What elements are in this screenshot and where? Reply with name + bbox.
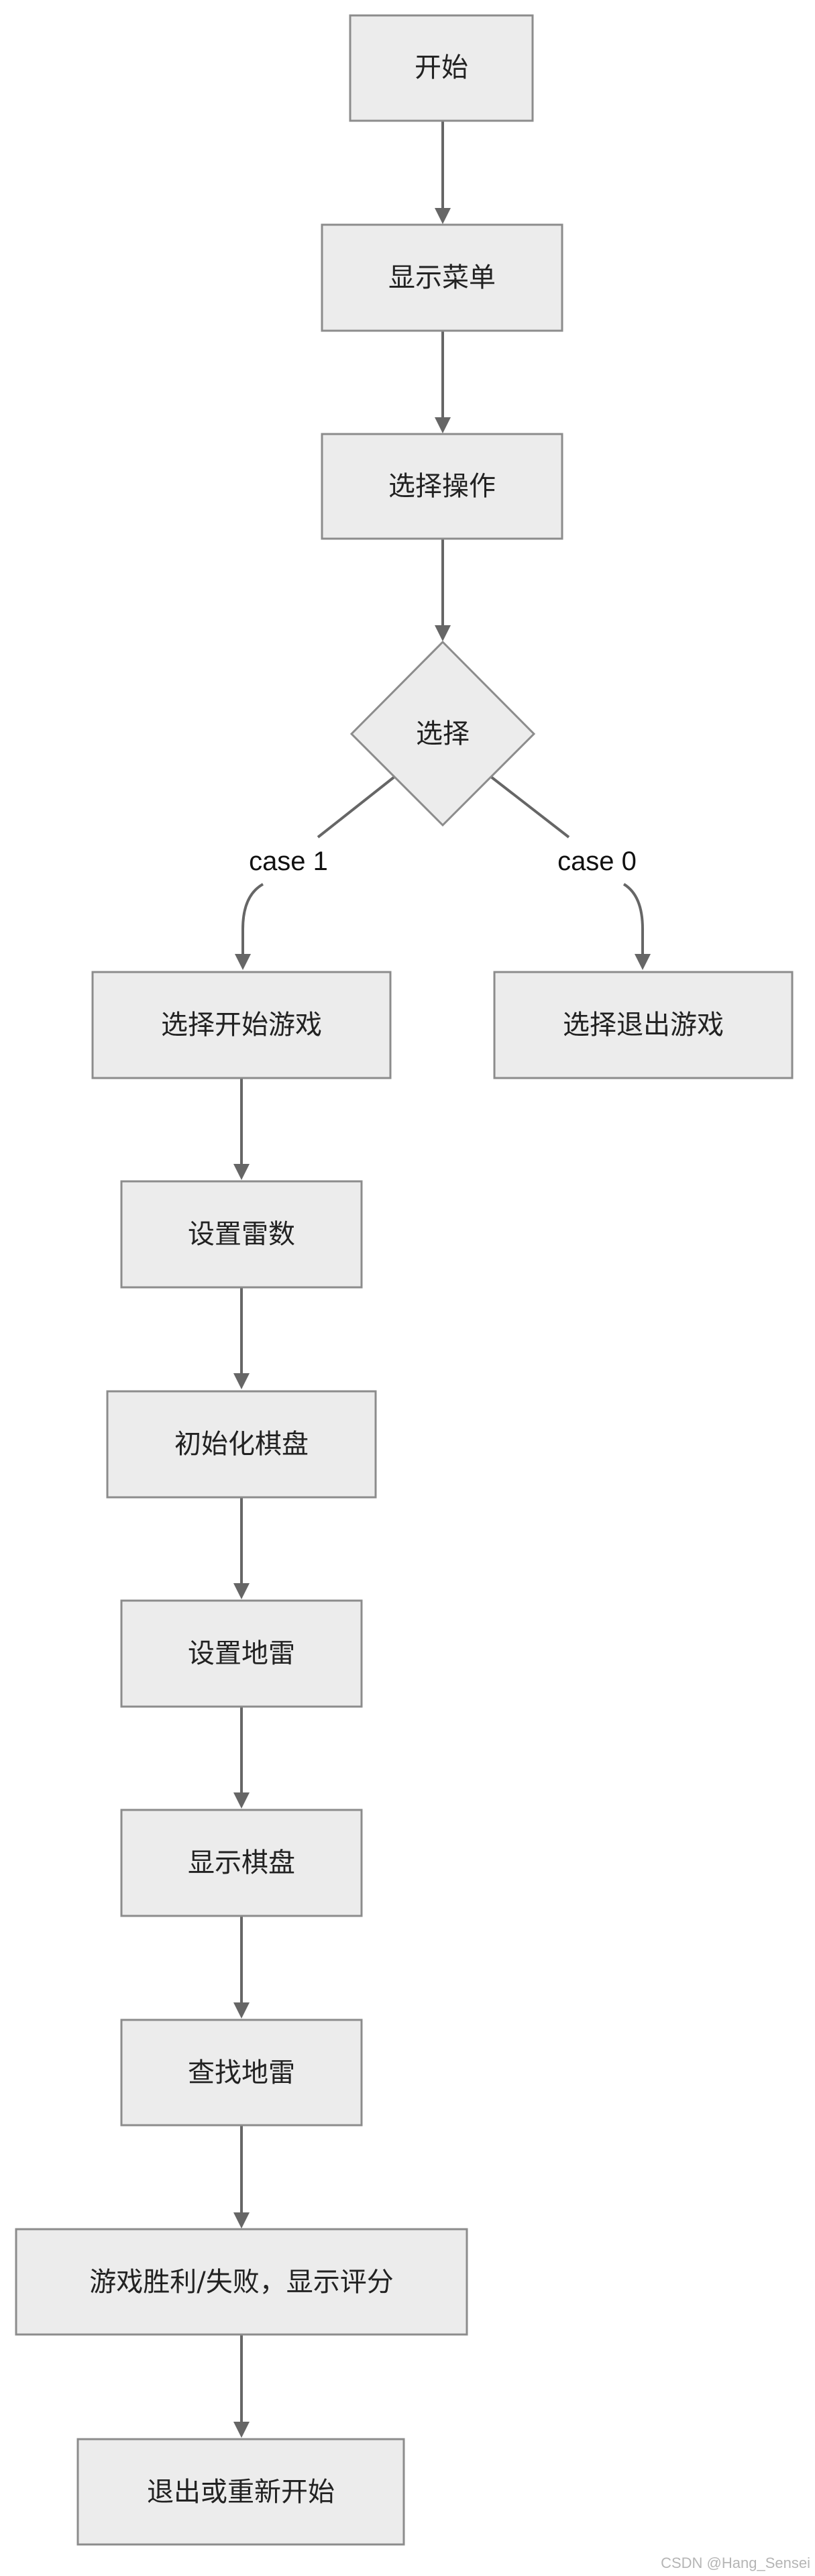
node-show-board: 显示棋盘 [120, 1809, 363, 1917]
node-init-board-box [106, 1390, 377, 1499]
node-init-board-label: 初始化棋盘 [174, 1429, 309, 1460]
node-select-op-box [321, 433, 563, 540]
node-exit-game: 选择退出游戏 [493, 971, 794, 1079]
edges [233, 121, 651, 2438]
arrowhead-show-menu [435, 208, 451, 224]
node-set-mine-count-label: 设置雷数 [188, 1219, 295, 1250]
node-start-box [349, 14, 534, 122]
arrowhead-show-board [233, 1792, 250, 1809]
node-result-box [15, 2228, 468, 2336]
node-exit-game-box [493, 971, 794, 1079]
node-find-mines: 查找地雷 [120, 2019, 363, 2127]
node-find-mines-box [120, 2019, 363, 2127]
node-set-mines-label: 设置地雷 [188, 1638, 295, 1669]
node-choice: 选择 [349, 640, 536, 827]
node-start: 开始 [349, 14, 534, 122]
node-set-mines-box [120, 1599, 363, 1708]
node-result-label: 游戏胜利/失败，显示评分 [89, 2267, 393, 2298]
node-show-board-box [120, 1809, 363, 1917]
node-exit-game-label: 选择退出游戏 [563, 1010, 724, 1040]
node-choice-label: 选择 [416, 718, 470, 749]
node-select-op-label: 选择操作 [388, 471, 496, 502]
node-result: 游戏胜利/失败，显示评分 [15, 2228, 468, 2336]
node-choice-diamond [349, 640, 536, 827]
edge-label-case-1: case 1 [249, 847, 328, 876]
node-show-menu-label: 显示菜单 [388, 262, 496, 293]
node-show-menu: 显示菜单 [321, 223, 563, 332]
node-init-board: 初始化棋盘 [106, 1390, 377, 1499]
node-start-game: 选择开始游戏 [91, 971, 392, 1079]
arrowhead-choice [435, 625, 451, 641]
node-start-game-box [91, 971, 392, 1079]
node-exit-or-restart-label: 退出或重新开始 [147, 2477, 335, 2508]
node-show-board-label: 显示棋盘 [188, 1847, 295, 1878]
arrowhead-find-mines [233, 2002, 250, 2019]
arrowhead-result [233, 2212, 250, 2229]
arrowhead-exit-game [635, 954, 651, 970]
node-set-mine-count-box [120, 1180, 363, 1289]
node-show-menu-box [321, 223, 563, 332]
node-start-label: 开始 [415, 52, 468, 83]
arrowhead-init-board [233, 1373, 250, 1389]
edge-label-case-0: case 0 [557, 847, 637, 876]
edge-choice-to-exit-game [490, 775, 644, 954]
node-exit-or-restart-box [76, 2438, 405, 2546]
edge-choice-to-start-game [241, 775, 396, 954]
arrowhead-set-mine-count [233, 1164, 250, 1180]
node-set-mine-count: 设置雷数 [120, 1180, 363, 1289]
node-select-op: 选择操作 [321, 433, 563, 540]
node-exit-or-restart: 退出或重新开始 [76, 2438, 405, 2546]
arrowhead-exit-or-restart [233, 2422, 250, 2438]
watermark: CSDN @Hang_Sensei [661, 2555, 810, 2571]
arrowhead-set-mines [233, 1583, 250, 1599]
node-start-game-label: 选择开始游戏 [161, 1010, 322, 1040]
arrowhead-start-game [235, 954, 251, 970]
node-find-mines-label: 查找地雷 [188, 2057, 295, 2088]
node-set-mines: 设置地雷 [120, 1599, 363, 1708]
arrowhead-select-op [435, 417, 451, 433]
